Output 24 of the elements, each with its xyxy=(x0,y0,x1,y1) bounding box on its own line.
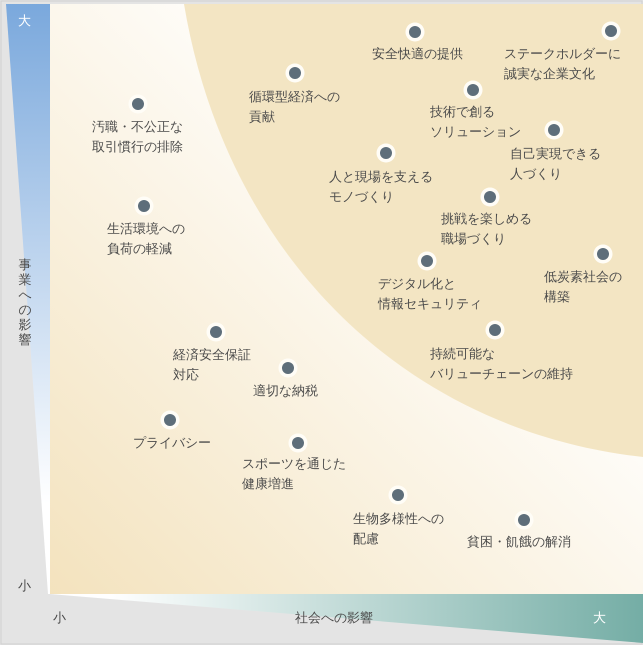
issue-label: デジタル化と情報セキュリティ xyxy=(378,276,482,314)
issue-label: 汚職・不公正な取引慣行の排除 xyxy=(92,119,183,157)
issue-label: 貧困・飢餓の解消 xyxy=(467,534,571,552)
issue-label: 挑戦を楽しめる職場づくり xyxy=(441,211,532,249)
axis-title: 社会への影響 xyxy=(295,610,373,628)
axis-label: 小 xyxy=(53,610,66,628)
issue-label: 技術で創るソリューション xyxy=(430,104,521,142)
issue-label: プライバシー xyxy=(133,435,211,453)
issue-label: 自己実現できる人づくり xyxy=(510,146,601,184)
issue-label: 生物多様性への配慮 xyxy=(353,511,444,549)
issue-label: 適切な納税 xyxy=(253,383,318,401)
issue-label: スポーツを通じた健康増進 xyxy=(242,456,346,494)
axis-label: 小 xyxy=(18,578,31,596)
issue-label: 人と現場を支えるモノづくり xyxy=(329,169,433,207)
issue-label: 経済安全保証対応 xyxy=(173,347,251,385)
issue-label: 持続可能なバリューチェーンの維持 xyxy=(430,346,573,384)
issue-label: 循環型経済への貢献 xyxy=(249,89,340,127)
issue-label: ステークホルダーに誠実な企業文化 xyxy=(504,46,621,84)
axis-title: 事業への影響 xyxy=(18,258,32,348)
axis-label: 大 xyxy=(593,610,606,628)
issue-label: 低炭素社会の構築 xyxy=(544,269,622,307)
issue-label: 安全快適の提供 xyxy=(372,46,463,64)
axis-label: 大 xyxy=(18,13,31,31)
issue-label: 生活環境への負荷の軽減 xyxy=(107,221,185,259)
